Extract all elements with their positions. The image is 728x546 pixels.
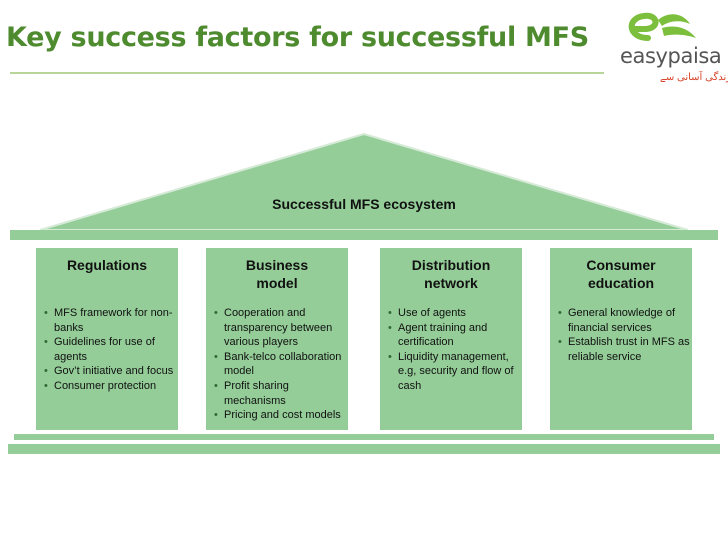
pillar-list: MFS framework for non-banks Guidelines f… xyxy=(44,306,178,394)
roof-label: Successful MFS ecosystem xyxy=(272,196,456,212)
list-item: Guidelines for use of agents xyxy=(44,335,178,364)
pillar-title: Business model xyxy=(206,256,348,292)
list-item: Agent training and certification xyxy=(388,321,522,350)
list-item: Cooperation and transparency between var… xyxy=(214,306,348,350)
pillar-distribution-network: Distribution network Use of agents Agent… xyxy=(380,248,522,430)
pillar-business-model: Business model Cooperation and transpare… xyxy=(206,248,348,430)
pillar-regulations: Regulations MFS framework for non-banks … xyxy=(36,248,178,430)
list-item: General knowledge of financial services xyxy=(558,306,692,335)
base-step-top xyxy=(14,434,714,440)
list-item: Pricing and cost models xyxy=(214,408,348,423)
pillar-list: General knowledge of financial services … xyxy=(558,306,692,364)
pillar-title-line: Distribution xyxy=(411,257,491,273)
pillar-title: Regulations xyxy=(36,256,178,274)
pillar-title-line: Business xyxy=(245,257,309,273)
list-item: Liquidity management, e.g, security and … xyxy=(388,350,522,394)
list-item: Bank-telco collaboration model xyxy=(214,350,348,379)
list-item: Consumer protection xyxy=(44,379,178,394)
pillar-title: Distribution network xyxy=(380,256,522,292)
slide-title: Key success factors for successful MFS xyxy=(6,22,589,53)
title-underline xyxy=(10,72,604,74)
logo-brand-text: easypaisa xyxy=(620,44,722,68)
logo-tagline: بدلے زندگی آسانی سے xyxy=(660,72,728,83)
pillar-title-line: model xyxy=(256,275,298,291)
list-item: Gov’t initiative and focus xyxy=(44,364,178,379)
list-item: Establish trust in MFS as reliable servi… xyxy=(558,335,692,364)
pillar-consumer-education: Consumer education General knowledge of … xyxy=(550,248,692,430)
easypaisa-e-icon xyxy=(628,12,696,41)
easypaisa-logo: easypaisa بدلے زندگی آسانی سے xyxy=(618,8,728,86)
list-item: MFS framework for non-banks xyxy=(44,306,178,335)
pillar-list: Cooperation and transparency between var… xyxy=(214,306,348,423)
pillar-title-line: network xyxy=(424,275,478,291)
roof-beam xyxy=(10,230,718,240)
pillar-title: Consumer education xyxy=(550,256,692,292)
base-step-bottom xyxy=(8,444,720,454)
list-item: Profit sharing mechanisms xyxy=(214,379,348,408)
list-item: Use of agents xyxy=(388,306,522,321)
pillar-title-line: education xyxy=(587,275,655,291)
pillar-title-line: Regulations xyxy=(66,257,148,273)
pillar-list: Use of agents Agent training and certifi… xyxy=(388,306,522,394)
pillar-title-line: Consumer xyxy=(586,257,656,273)
roof xyxy=(39,132,689,231)
